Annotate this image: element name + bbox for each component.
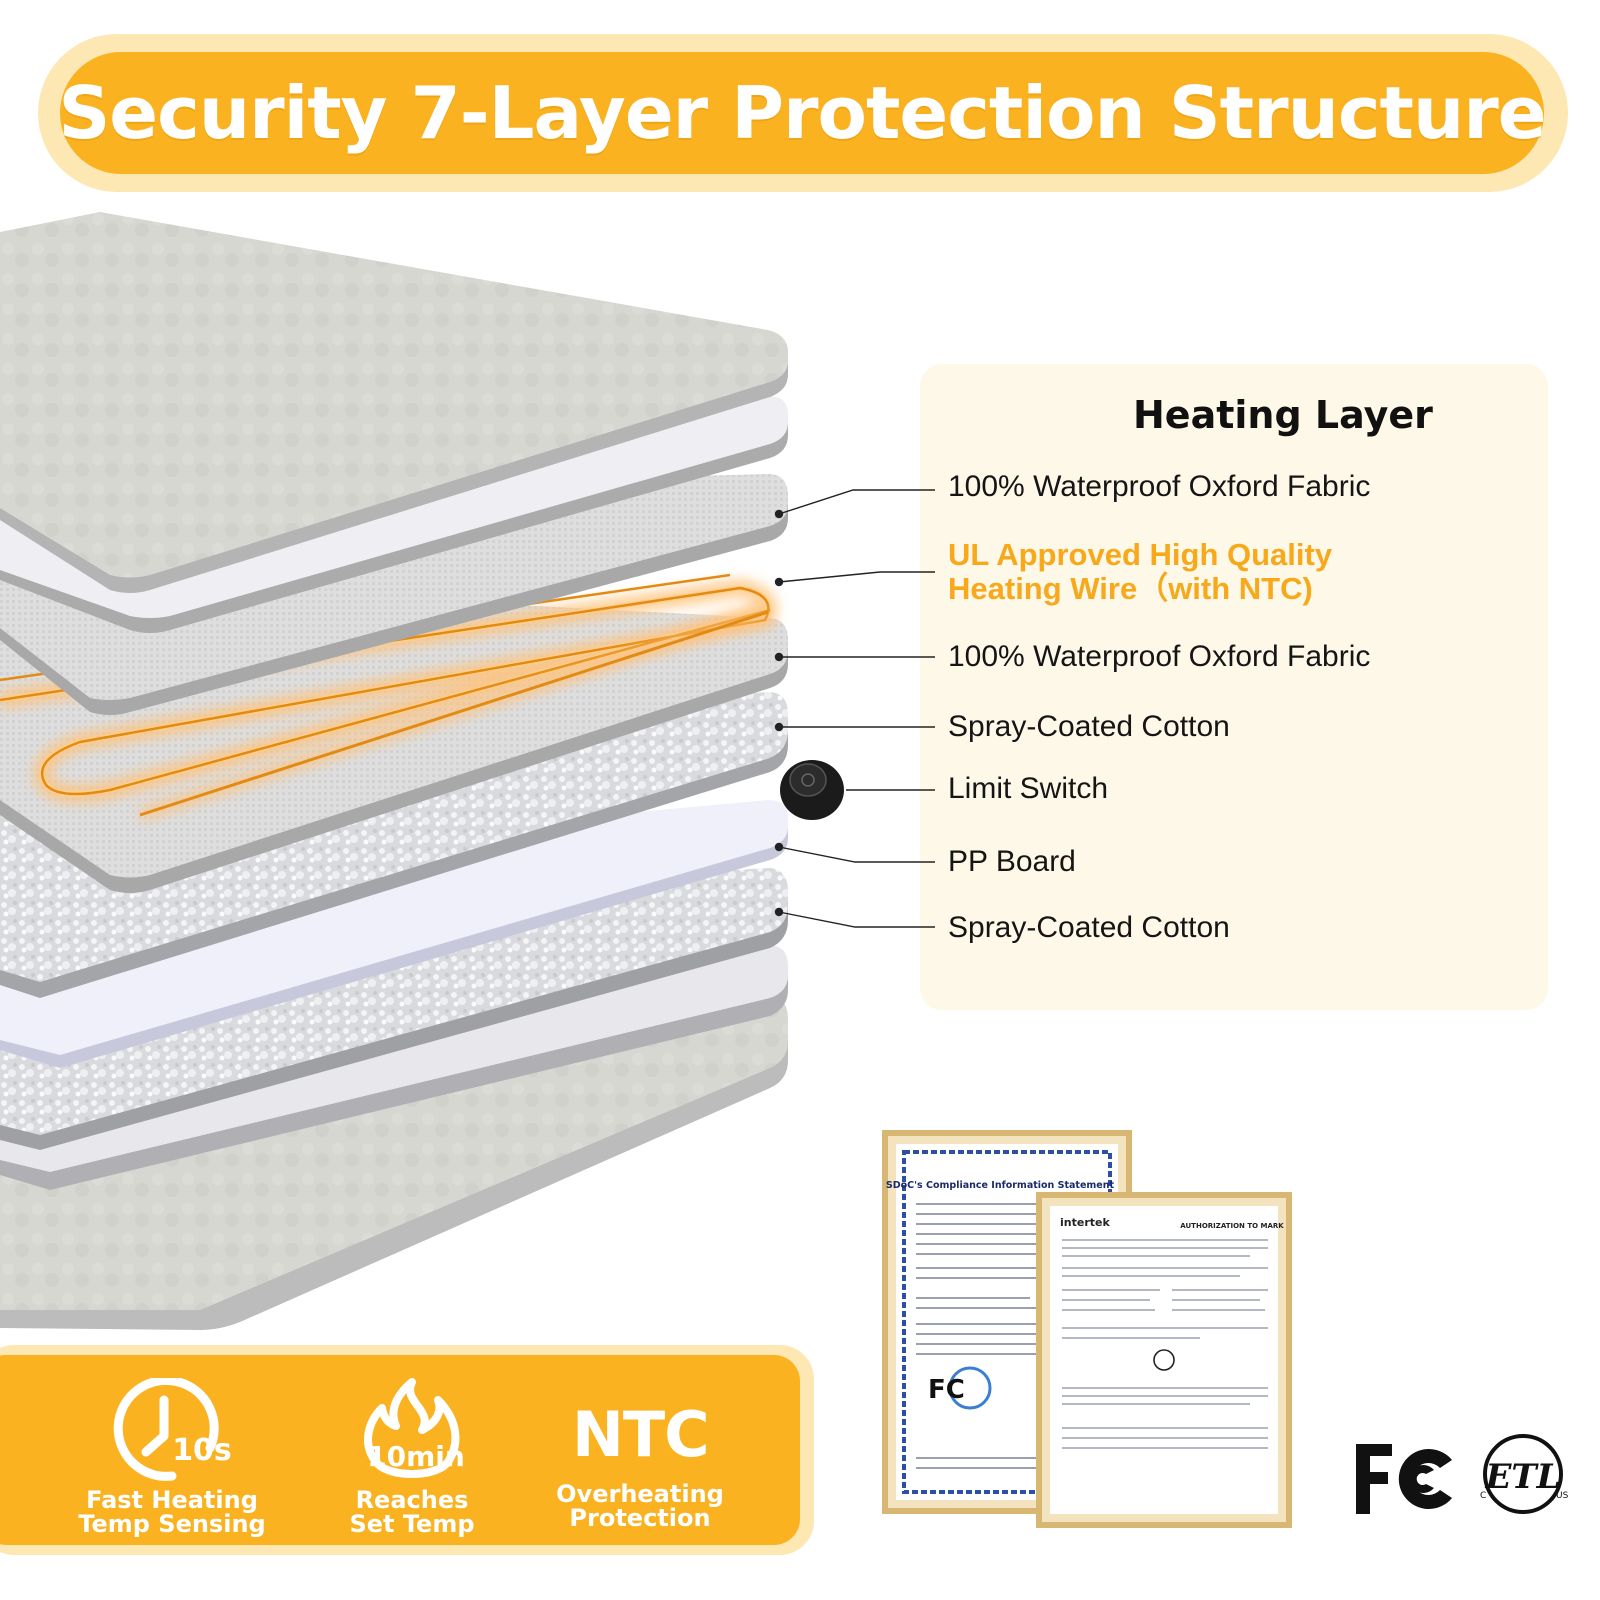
reaches-set-temp-line1: Reaches	[355, 1486, 469, 1514]
intertek-brand: intertek	[1060, 1216, 1110, 1229]
label-limit-switch: Limit Switch	[948, 772, 1109, 805]
leader-lines	[774, 489, 935, 928]
feature-reaches-set-temp: 10min Reaches Set Temp	[302, 1372, 522, 1536]
svg-text:US: US	[1556, 1491, 1568, 1501]
reaches-set-temp-line2: Set Temp	[349, 1510, 475, 1538]
fcc-logo	[1356, 1444, 1452, 1514]
panel-title: Heating Layer	[1133, 393, 1433, 437]
feature-band	[0, 1355, 800, 1545]
label-heating-wire: UL Approved High Quality Heating Wire（wi…	[948, 538, 1332, 606]
heating-wire	[0, 573, 778, 822]
flame-icon: 10min	[364, 1378, 465, 1478]
title-banner: Security 7-Layer Protection Structure	[58, 52, 1547, 174]
intertek-title: AUTHORIZATION TO MARK	[1180, 1222, 1284, 1230]
layer-top-felt	[0, 212, 788, 593]
limit-switch-icon	[780, 760, 844, 820]
label-heating-wire-line2: Heating Wire（with NTC)	[948, 571, 1313, 606]
ntc-badge: NTC	[572, 1398, 710, 1471]
fast-heating-line2: Temp Sensing	[78, 1510, 266, 1538]
svg-text:C: C	[1480, 1491, 1486, 1501]
svg-text:FC: FC	[928, 1375, 965, 1405]
reaches-set-temp-badge: 10min	[367, 1440, 465, 1473]
etl-listed-logo: ETL C US	[1480, 1434, 1568, 1514]
sdoc-title: SDoC's Compliance Information Statement	[886, 1180, 1115, 1191]
label-heating-wire-line1: UL Approved High Quality	[948, 537, 1333, 572]
label-spray-cotton-1: Spray-Coated Cotton	[948, 710, 1230, 743]
label-oxford-fabric-top: 100% Waterproof Oxford Fabric	[948, 470, 1371, 503]
overheating-line1: Overheating	[556, 1480, 724, 1508]
info-panel	[920, 364, 1548, 1010]
overheating-line2: Protection	[569, 1504, 711, 1532]
feature-overheating-protection: Overheating Protection	[530, 1482, 750, 1530]
label-pp-board: PP Board	[948, 845, 1076, 878]
svg-text:ETL: ETL	[1484, 1457, 1560, 1497]
clock-icon: 10s	[113, 1378, 232, 1481]
page-title: Security 7-Layer Protection Structure	[58, 71, 1546, 155]
certificates-illustration: SDoC's Compliance Information Statement …	[882, 1130, 1292, 1528]
fast-heating-badge: 10s	[172, 1433, 232, 1468]
fast-heating-line1: Fast Heating	[86, 1486, 258, 1514]
label-oxford-fabric-2: 100% Waterproof Oxford Fabric	[948, 640, 1371, 673]
certificate-intertek: intertek AUTHORIZATION TO MARK	[1036, 1192, 1292, 1528]
feature-fast-heating: 10s Fast Heating Temp Sensing	[62, 1378, 282, 1536]
label-spray-cotton-2: Spray-Coated Cotton	[948, 911, 1230, 944]
